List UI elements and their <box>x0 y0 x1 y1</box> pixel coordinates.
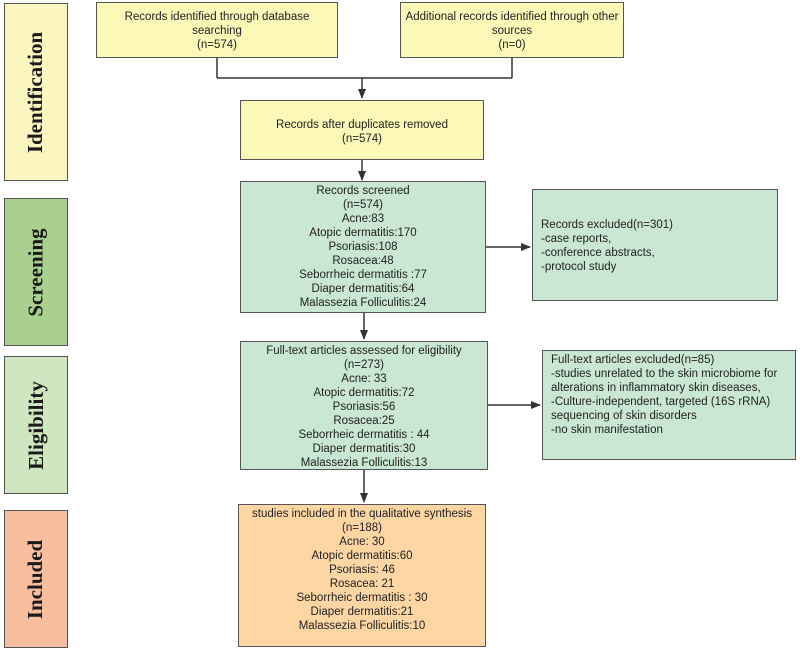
stage-included: Included <box>4 510 68 648</box>
box-line: -no skin manifestation <box>551 424 663 436</box>
box-line: Seborrheic dermatitis : 44 <box>298 429 430 441</box>
box-line: Records after duplicates removed <box>276 119 448 131</box>
box-line: -conference abstracts, <box>541 247 655 259</box>
box-line: Records screened <box>316 185 410 197</box>
box-line: (n=273) <box>344 359 384 371</box>
box-line: Rosacea:25 <box>333 415 395 427</box>
box-line: Records identified through database <box>124 11 310 23</box>
box-other-sources: Additional records identified through ot… <box>400 2 624 58</box>
box-line: Acne: 30 <box>339 536 385 548</box>
box-line: Seborrheic dermatitis : 30 <box>296 592 428 604</box>
box-line: Seborrheic dermatitis :77 <box>299 269 427 281</box>
stage-eligibility: Eligibility <box>4 356 68 494</box>
box-line: alterations in inflammatory skin disease… <box>551 382 761 394</box>
box-line: (n=574) <box>342 133 382 145</box>
box-line: (n=574) <box>197 39 237 51</box>
box-line: Records excluded(n=301) <box>541 219 674 231</box>
box-line: Diaper dermatitis:64 <box>311 283 415 295</box>
box-line: Full-text articles excluded(n=85) <box>551 354 715 366</box>
box-line: Rosacea:48 <box>332 255 394 267</box>
box-line: Malassezia Folliculitis:13 <box>300 457 428 469</box>
box-line: Full-text articles assessed for eligibil… <box>266 345 462 357</box>
box-line: Atopic dermatitis:72 <box>313 387 415 399</box>
box-line: sequencing of skin disorders <box>551 410 697 422</box>
box-duplicates-removed: Records after duplicates removed (n=574) <box>240 100 484 160</box>
box-line: -Culture-independent, targeted (16S rRNA… <box>551 396 771 408</box>
box-line: Psoriasis:108 <box>328 241 398 253</box>
box-line: Rosacea: 21 <box>329 578 395 590</box>
stage-identification: Identification <box>4 3 68 181</box>
box-line: (n=0) <box>498 39 526 51</box>
box-line: Additional records identified through ot… <box>405 11 619 23</box>
box-line: -studies unrelated to the skin microbiom… <box>551 368 778 380</box>
box-line: (n=188) <box>342 522 382 534</box>
box-fulltext-assessed: Full-text articles assessed for eligibil… <box>240 341 488 470</box>
box-line: Atopic dermatitis:170 <box>309 227 417 239</box>
box-line: sources <box>491 25 533 37</box>
box-line: -protocol study <box>541 261 617 273</box>
box-line: Acne: 33 <box>341 373 387 385</box>
box-database-search: Records identified through database searc… <box>96 2 338 58</box>
box-records-excluded: Records excluded(n=301) -case reports, -co… <box>532 189 778 301</box>
box-line: Diaper dermatitis:30 <box>312 443 416 455</box>
box-line: Psoriasis:56 <box>332 401 396 413</box>
box-line: Diaper dermatitis:21 <box>310 606 414 618</box>
box-line: Malassezia Folliculitis:10 <box>298 620 426 632</box>
stage-screening: Screening <box>4 198 68 346</box>
box-line: Atopic dermatitis:60 <box>311 550 413 562</box>
box-line: Malassezia Folliculitis:24 <box>299 297 427 309</box>
box-line: (n=574) <box>343 199 383 211</box>
box-line: studies included in the qualitative synt… <box>252 508 472 520</box>
box-fulltext-excluded: Full-text articles excluded(n=85) -studie… <box>542 350 796 460</box>
box-line: Acne:83 <box>341 213 385 225</box>
box-studies-included: studies included in the qualitative synt… <box>238 504 486 647</box>
box-line: Psoriasis: 46 <box>329 564 395 576</box>
box-line: -case reports, <box>541 233 612 245</box>
box-line: searching <box>192 25 242 37</box>
